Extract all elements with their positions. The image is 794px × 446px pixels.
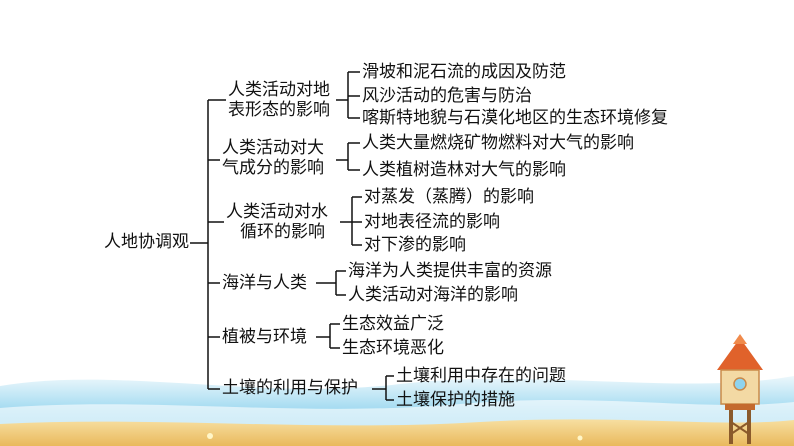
leaf-5-2: 生态环境恶化: [342, 338, 444, 358]
leaf-4-1: 海洋为人类提供丰富的资源: [348, 261, 552, 281]
leaf-2-2: 人类植树造林对大气的影响: [362, 160, 566, 180]
branch-6-label: 土壤的利用与保护: [222, 378, 358, 398]
leaf-2-1: 人类大量燃烧矿物燃料对大气的影响: [362, 133, 634, 153]
beach-house-icon: [717, 334, 763, 444]
root-node: 人地协调观: [104, 232, 189, 252]
branch-4-label: 海洋与人类: [222, 273, 307, 293]
branch-5-label: 植被与环境: [222, 327, 307, 347]
branch-1-label: 人类活动对地表形态的影响: [228, 80, 330, 120]
leaf-3-2: 对地表径流的影响: [364, 212, 500, 232]
leaf-6-1: 土壤利用中存在的问题: [396, 366, 566, 386]
leaf-3-3: 对下渗的影响: [364, 235, 466, 255]
leaf-5-1: 生态效益广泛: [342, 314, 444, 334]
leaf-3-1: 对蒸发（蒸腾）的影响: [364, 187, 534, 207]
leaf-1-3: 喀斯特地貌与石漠化地区的生态环境修复: [362, 108, 668, 128]
leaf-1-1: 滑坡和泥石流的成因及防范: [362, 62, 566, 82]
leaf-6-2: 土壤保护的措施: [396, 390, 515, 410]
branch-3-label: 人类活动对水循环的影响: [226, 202, 328, 242]
leaf-4-2: 人类活动对海洋的影响: [348, 285, 518, 305]
leaf-1-2: 风沙活动的危害与防治: [362, 86, 532, 106]
branch-2-label: 人类活动对大气成分的影响: [222, 138, 324, 178]
beach-background: [0, 376, 794, 446]
